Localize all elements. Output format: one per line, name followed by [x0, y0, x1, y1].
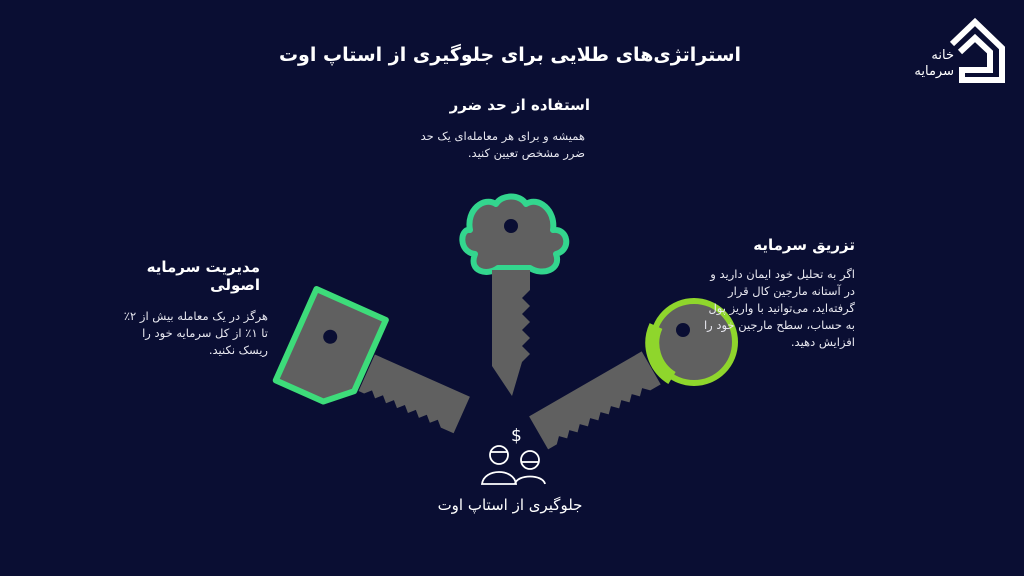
logo-house-icon — [949, 17, 1005, 83]
bottom-label: جلوگیری از استاپ اوت — [437, 496, 583, 514]
logo: خانه سرمایه — [890, 14, 1010, 84]
left-description: هرگز در یک معامله بیش از ۲٪ تا ۱٪ از کل … — [123, 309, 268, 357]
left-key-icon — [272, 286, 470, 434]
svg-text:$: $ — [511, 426, 522, 446]
center-key-icon — [459, 193, 570, 396]
right-heading: تزریق سرمایه — [753, 236, 855, 254]
left-heading: مدیریت سرمایه اصولی — [146, 258, 260, 294]
right-description: اگر به تحلیل خود ایمان دارید و در آستانه… — [703, 267, 855, 349]
investors-dollar-icon: $ — [480, 426, 546, 485]
logo-text-line2: سرمایه — [914, 64, 954, 79]
center-description: همیشه و برای هر معامله‌ای یک حد ضرر مشخص… — [420, 129, 585, 160]
page-title: استراتژی‌های طلایی برای جلوگیری از استاپ… — [278, 44, 742, 66]
center-heading: استفاده از حد ضرر — [449, 96, 590, 114]
right-key-icon — [529, 298, 738, 450]
logo-text-line1: خانه — [931, 48, 954, 63]
